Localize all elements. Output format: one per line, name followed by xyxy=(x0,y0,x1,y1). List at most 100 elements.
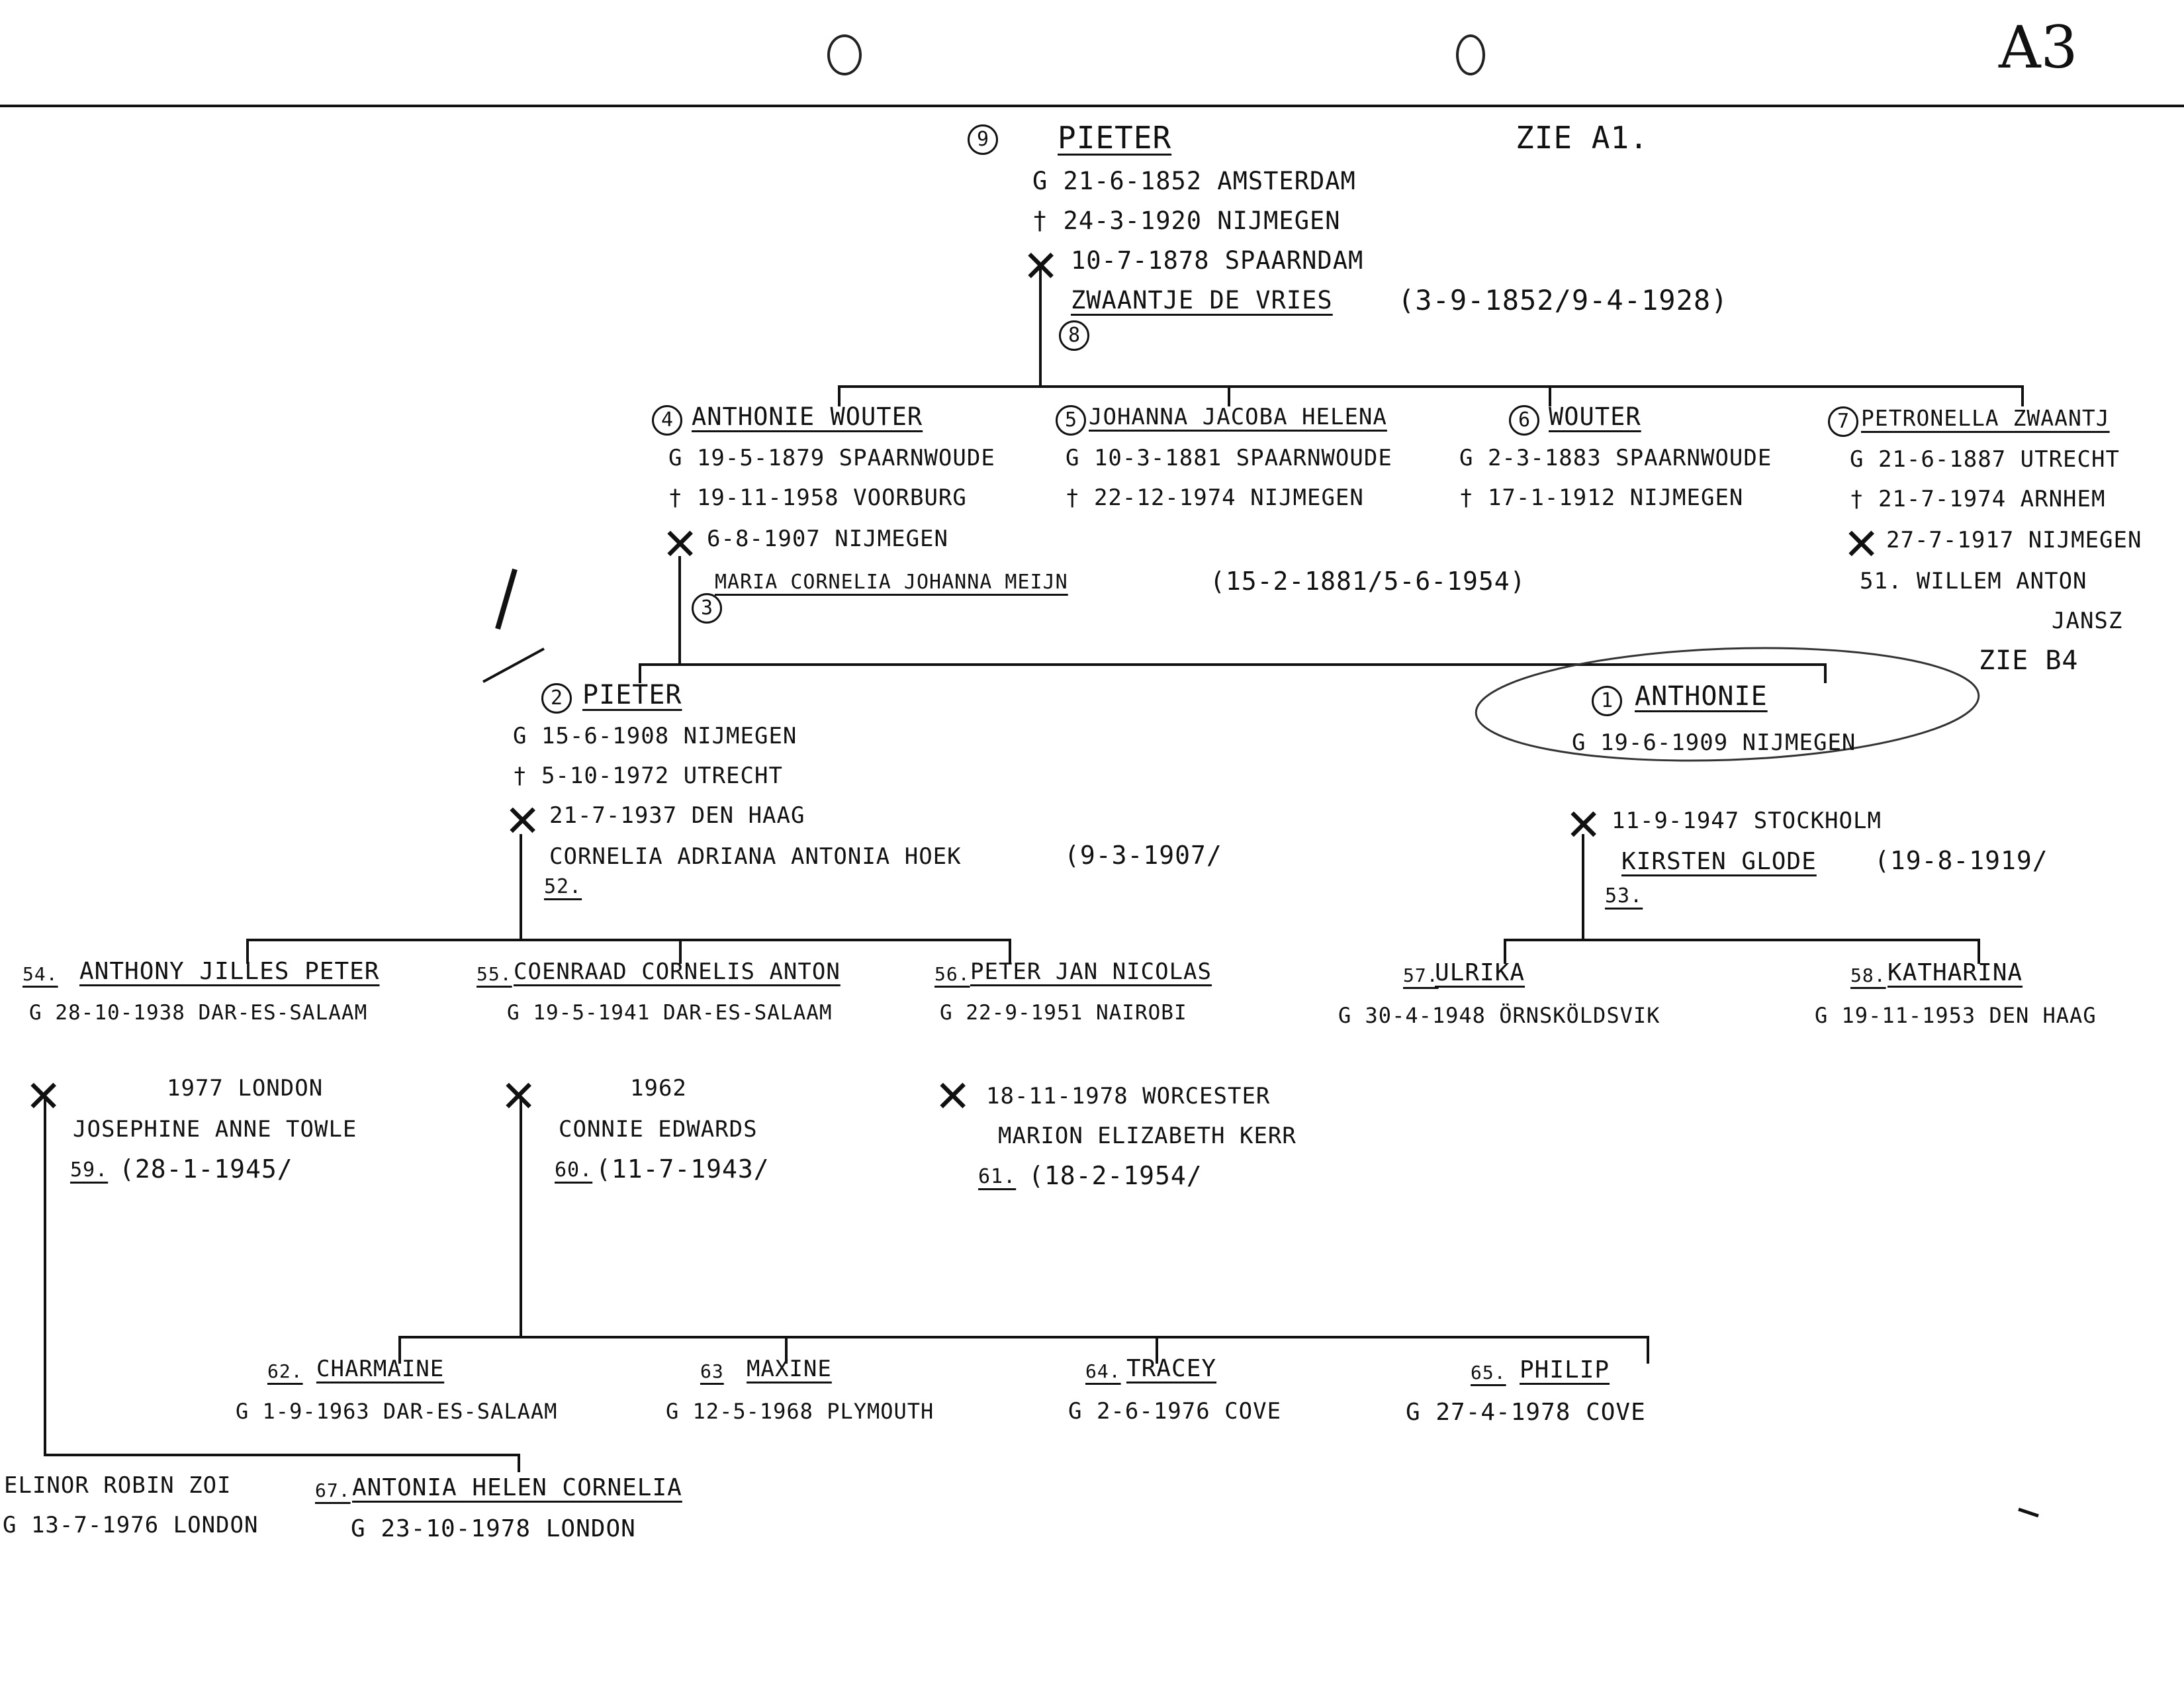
person-died: † 19-11-1958 VOORBURG xyxy=(668,485,967,511)
person-born: G 30-4-1948 ÖRNSKÖLDSVIK xyxy=(1338,1003,1661,1028)
person-born: G 10-3-1881 SPAARNWOUDE xyxy=(1066,445,1392,471)
person-name: WOUTER xyxy=(1549,402,1641,431)
person-number: 64. xyxy=(1085,1360,1121,1382)
person-name: ANTHONIE WOUTER xyxy=(692,402,923,431)
line-anthonie-wouter-down xyxy=(678,556,681,665)
person-born: G 28-10-1938 DAR-ES-SALAAM xyxy=(29,1001,368,1025)
spouse-number: 53. xyxy=(1605,884,1643,908)
person-name: ANTONIA HELEN CORNELIA xyxy=(352,1474,682,1501)
person-number: 4 xyxy=(652,405,682,436)
spouse-name: JOSEPHINE ANNE TOWLE xyxy=(73,1116,357,1143)
person-name: ANTHONIE xyxy=(1635,681,1768,712)
spouse-number: 3 xyxy=(692,593,722,624)
person-born: G 2-3-1883 SPAARNWOUDE xyxy=(1459,445,1772,471)
person-name: TRACEY xyxy=(1126,1355,1217,1382)
person-number: 1 xyxy=(1592,686,1622,716)
line-gen2-c xyxy=(1549,385,1551,406)
person-number: 67. xyxy=(315,1479,351,1501)
person-number: 58. xyxy=(1850,964,1886,986)
marriage-cross-icon: ✕ xyxy=(1023,241,1060,292)
person-born: G 1-9-1963 DAR-ES-SALAAM xyxy=(236,1399,558,1424)
line-anthony-down xyxy=(44,1099,46,1456)
line-gen4-d xyxy=(1504,939,1506,964)
line-gen5-c xyxy=(1156,1336,1158,1364)
root-spouse-dates: (3-9-1852/9-4-1928) xyxy=(1398,284,1729,316)
person-born: G 19-5-1879 SPAARNWOUDE xyxy=(668,445,995,471)
person-name: MAXINE xyxy=(747,1356,832,1382)
person-number: 63 xyxy=(700,1360,724,1382)
line-gen2-b xyxy=(1228,385,1230,406)
person-born: G 19-5-1941 DAR-ES-SALAAM xyxy=(507,1001,833,1025)
spouse-name-cont: JANSZ xyxy=(2052,608,2123,634)
spouse-dates: (18-2-1954/ xyxy=(1028,1161,1203,1190)
punch-hole-right xyxy=(1456,34,1485,75)
line-gen4-left-bar xyxy=(246,939,1011,941)
person-born: G 19-6-1909 NIJMEGEN xyxy=(1572,729,1856,756)
marriage-cross-icon: ✕ xyxy=(662,519,699,570)
marriage-date: 6-8-1907 NIJMEGEN xyxy=(707,526,948,552)
person-name: ULRIKA xyxy=(1435,959,1525,986)
spouse-name: KIRSTEN GLODE xyxy=(1621,848,1817,875)
person-name: ANTHONY JILLES PETER xyxy=(79,958,380,985)
person-born: G 27-4-1978 COVE xyxy=(1406,1399,1646,1426)
person-born: G 2-6-1976 COVE xyxy=(1068,1398,1282,1425)
person-number: 65. xyxy=(1471,1362,1506,1383)
line-anthonie-down xyxy=(1582,834,1584,940)
person-born: G 12-5-1968 PLYMOUTH xyxy=(666,1399,934,1424)
spouse-name: MARION ELIZABETH KERR xyxy=(998,1123,1297,1149)
person-name: PHILIP xyxy=(1520,1356,1610,1383)
marriage-cross-icon: ✕ xyxy=(500,1071,537,1122)
line-gen5-d xyxy=(1647,1336,1649,1364)
spouse-dates: (15-2-1881/5-6-1954) xyxy=(1210,567,1526,596)
marriage-date: 1962 xyxy=(630,1075,687,1102)
person-born: G 13-7-1976 LONDON xyxy=(3,1512,259,1538)
marriage-date: 11-9-1947 STOCKHOLM xyxy=(1612,808,1882,834)
person-name: ELINOR ROBIN ZOI xyxy=(4,1472,232,1499)
line-gen5b-b xyxy=(518,1454,520,1472)
line-gen2-bar xyxy=(838,385,2024,388)
person-died: † 22-12-1974 NIJMEGEN xyxy=(1066,485,1364,511)
marriage-date: 27-7-1917 NIJMEGEN xyxy=(1886,527,2142,553)
line-pieter-down xyxy=(520,834,522,940)
line-gen4-c xyxy=(1009,939,1011,964)
person-number: 5 xyxy=(1056,405,1086,436)
root-married: 10-7-1878 SPAARNDAM xyxy=(1071,246,1364,275)
person-number: 54. xyxy=(23,963,58,985)
person-died: † 5-10-1972 UTRECHT xyxy=(513,763,783,789)
spouse-name: MARIA CORNELIA JOHANNA MEIJN xyxy=(715,571,1068,594)
person-born: G 15-6-1908 NIJMEGEN xyxy=(513,723,797,749)
marriage-cross-icon: ✕ xyxy=(934,1071,972,1122)
see-ref: ZIE B4 xyxy=(1979,645,2079,676)
marriage-date: 1977 LONDON xyxy=(167,1075,324,1102)
line-gen5-bar xyxy=(398,1336,1649,1338)
root-died: † 24-3-1920 NIJMEGEN xyxy=(1032,207,1341,235)
person-name: PETRONELLA ZWAANTJ xyxy=(1861,405,2110,431)
person-born: G 21-6-1887 UTRECHT xyxy=(1850,446,2120,473)
marriage-cross-icon: ✕ xyxy=(1843,519,1880,570)
spouse-dates: (11-7-1943/ xyxy=(596,1154,770,1184)
person-number: 6 xyxy=(1509,405,1539,436)
spouse-number: 61. xyxy=(978,1165,1017,1188)
line-gen4-a xyxy=(246,939,249,964)
page-code: A3 xyxy=(1999,13,2078,81)
person-number: 2 xyxy=(541,683,572,714)
line-gen3-a xyxy=(639,663,641,683)
spouse-name: CONNIE EDWARDS xyxy=(559,1116,758,1143)
person-name: CHARMAINE xyxy=(316,1356,445,1382)
line-root-down xyxy=(1039,265,1042,387)
marriage-cross-icon: ✕ xyxy=(25,1071,62,1122)
line-gen3-b xyxy=(1824,663,1827,683)
person-number: 56. xyxy=(934,963,970,985)
person-number: 55. xyxy=(477,963,512,985)
line-gen4-right-bar xyxy=(1504,939,1980,941)
marriage-date: 21-7-1937 DEN HAAG xyxy=(549,802,805,829)
person-name: PETER JAN NICOLAS xyxy=(970,959,1212,985)
line-gen5-b xyxy=(785,1336,788,1364)
marriage-date: 18-11-1978 WORCESTER xyxy=(986,1083,1271,1109)
person-name: COENRAAD CORNELIS ANTON xyxy=(514,959,841,985)
page-top-rule xyxy=(0,105,2184,107)
line-gen3-bar xyxy=(639,663,1827,666)
person-died: † 17-1-1912 NIJMEGEN xyxy=(1459,485,1744,511)
